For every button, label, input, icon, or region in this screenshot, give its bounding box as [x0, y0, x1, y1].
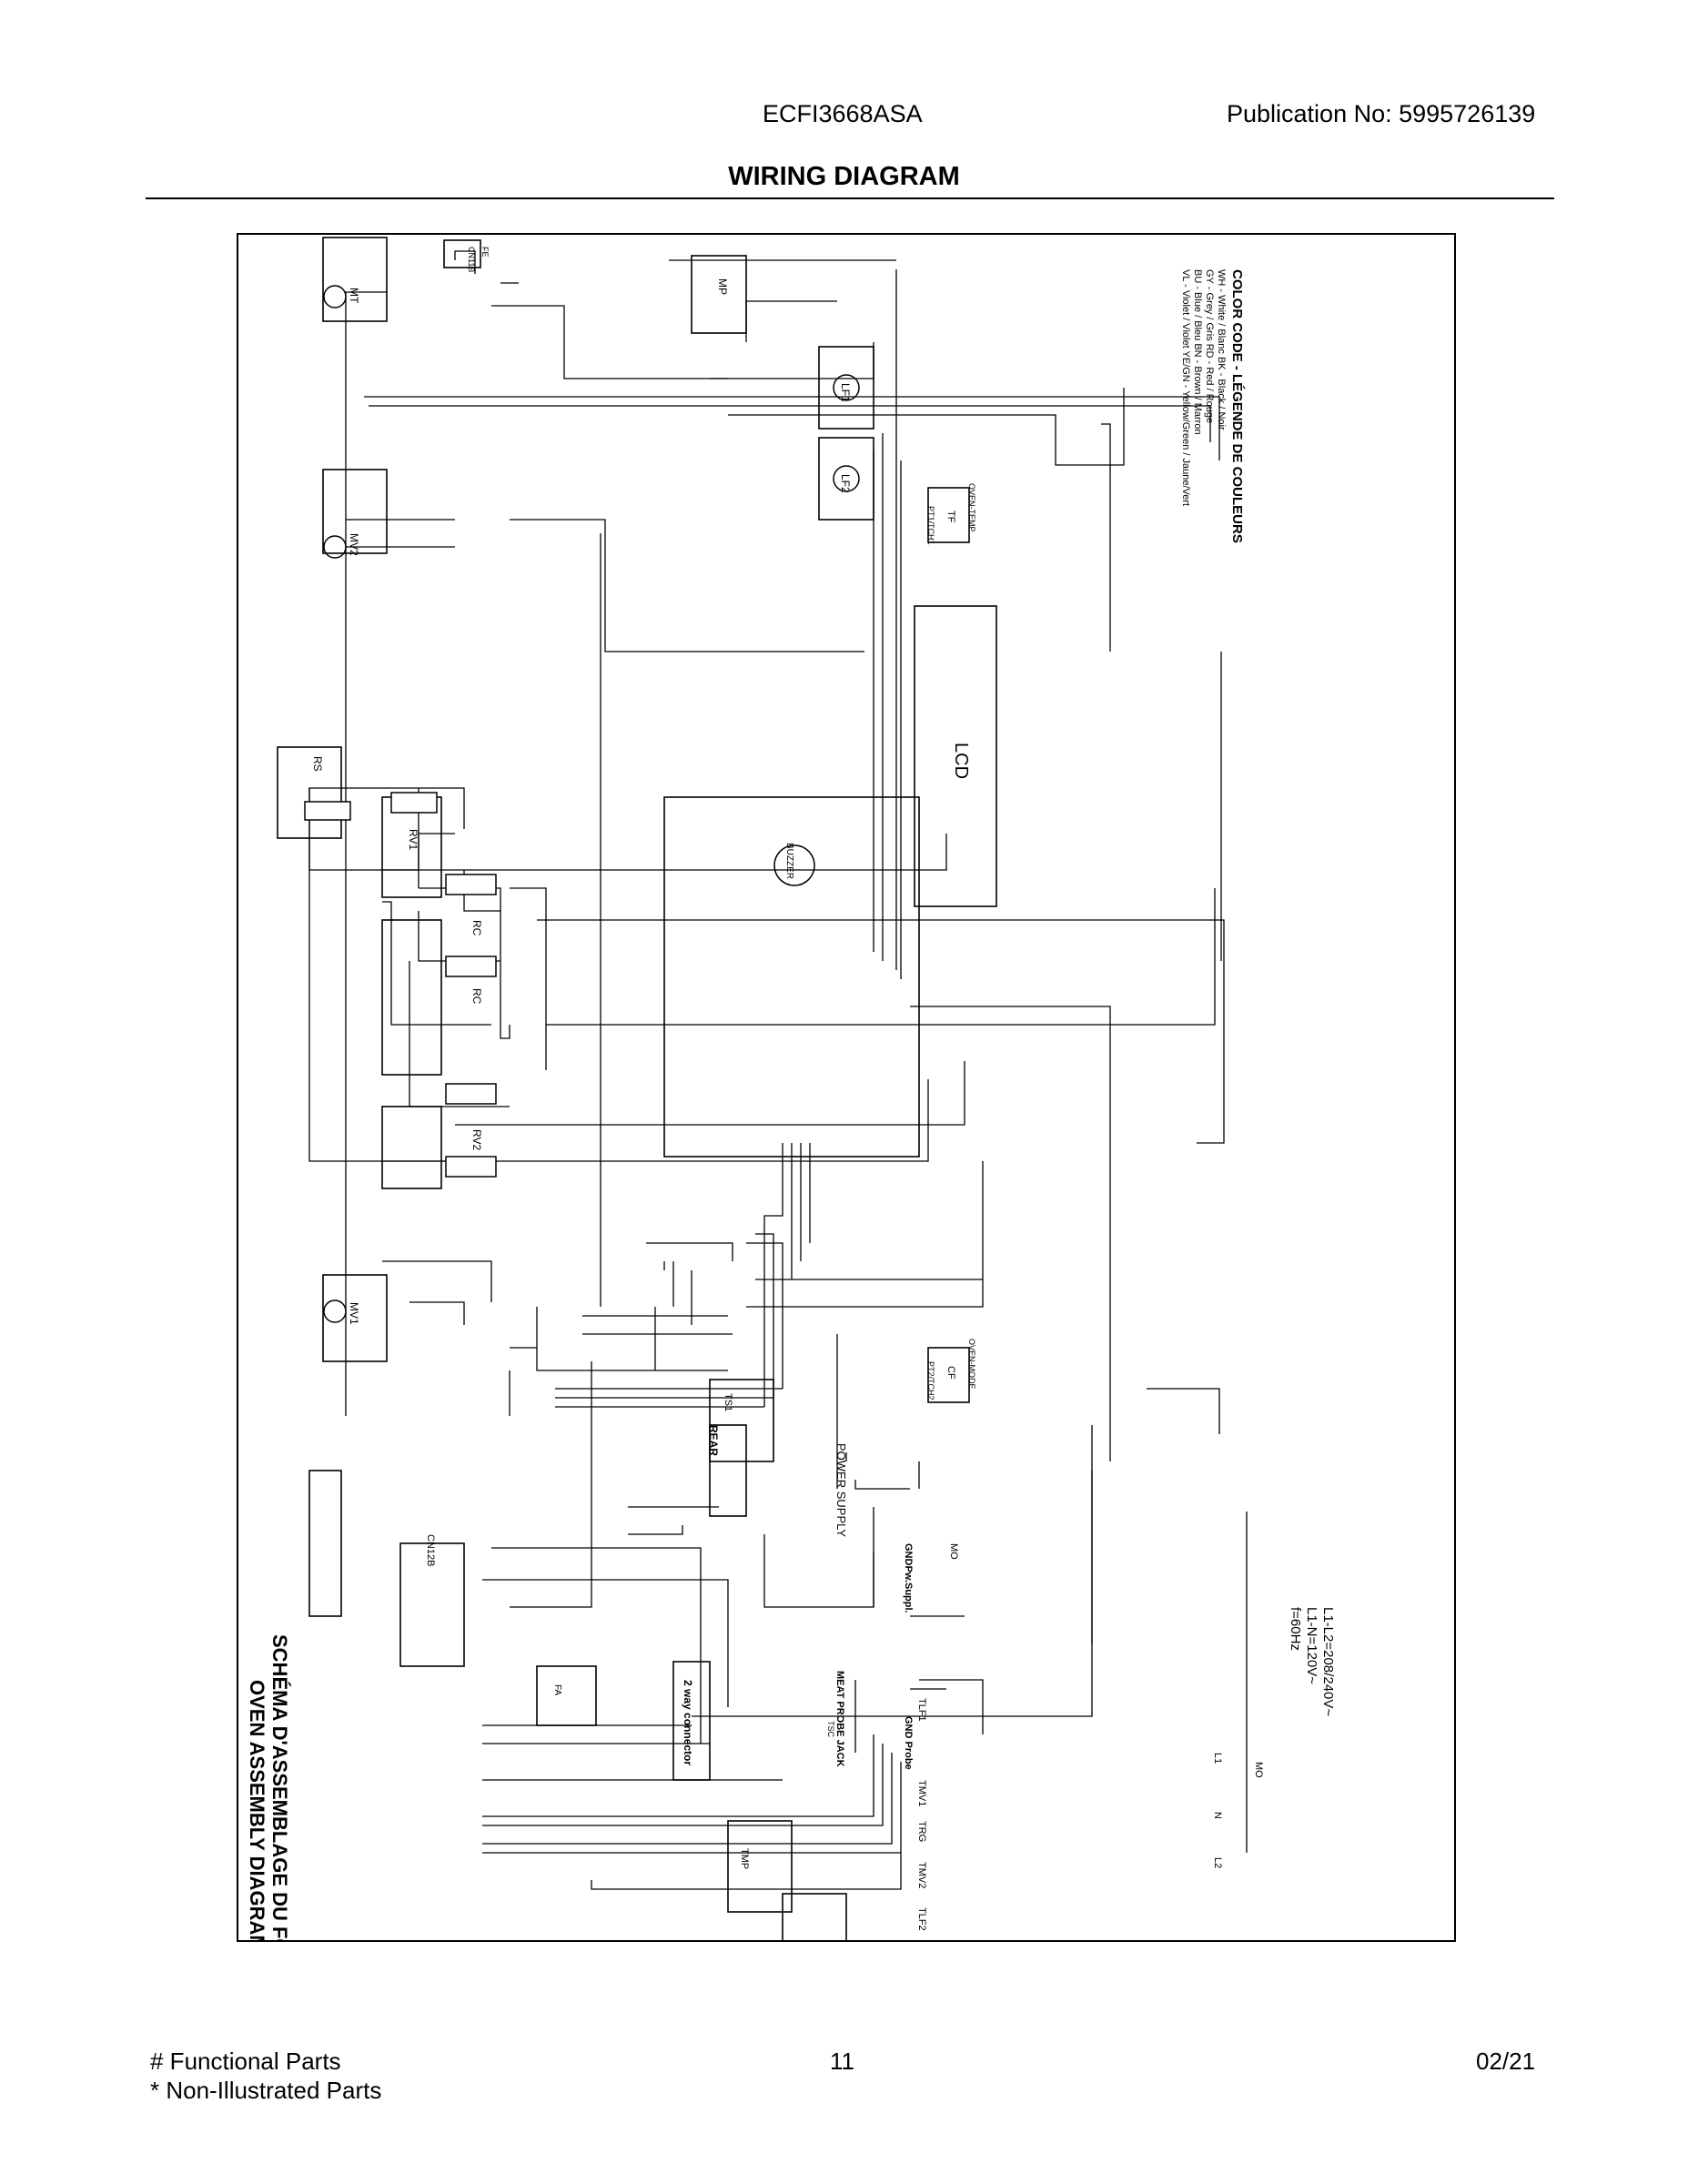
label-mv2: MV2	[348, 533, 360, 556]
wiring-diagram: COLOR CODE - LÉGENDE DE COULEURS WH - Wh…	[237, 233, 1456, 1942]
label-lf2: LF2	[839, 474, 852, 493]
label-rc2: RC	[470, 988, 483, 1005]
label-tsc: TSC	[826, 1721, 835, 1738]
label-meat-probe-jack: MEAT PROBE JACK	[834, 1671, 845, 1767]
label-ts1: TS1	[723, 1393, 733, 1411]
heating-elements	[304, 792, 497, 1178]
label-l2: L2	[1212, 1857, 1223, 1868]
label-tf: TF	[945, 511, 956, 523]
footer-date: 02/21	[1476, 2048, 1536, 2075]
label-tlf2: TLF2	[916, 1907, 927, 1931]
label-two-way-connector: 2 way connector	[682, 1680, 694, 1765]
label-gnd-supply: GNDPw.Suppl.	[903, 1543, 914, 1613]
label-l1: L1	[1212, 1753, 1223, 1764]
label-oven-temp: OVEN-TEMP	[967, 483, 976, 532]
color-code-line: GY - Grey / Gris RD - Red / Rouge	[1204, 269, 1215, 423]
supply-freq: f=60Hz	[1288, 1607, 1303, 1651]
label-rv2: RV2	[470, 1129, 483, 1150]
page-number: 11	[830, 2048, 854, 2075]
color-code-title: COLOR CODE - LÉGENDE DE COULEURS	[1229, 269, 1245, 543]
label-fe: FE	[480, 247, 490, 258]
wire-network	[308, 250, 1248, 1890]
motor-symbols	[323, 285, 860, 1323]
title-rule	[146, 197, 1554, 199]
label-cn11b: CN11B	[467, 247, 476, 272]
page-title: WIRING DIAGRAM	[728, 162, 960, 191]
label-mv1: MV1	[348, 1302, 360, 1325]
supply-l1n: L1-N=120V~	[1304, 1607, 1319, 1684]
label-rc1: RC	[470, 920, 483, 936]
diagram-labels: COLOR CODE - LÉGENDE DE COULEURS WH - Wh…	[246, 247, 1336, 1942]
label-rear: REAR	[707, 1425, 720, 1456]
supply-l1l2: L1-L2=208/240V~	[1320, 1607, 1336, 1716]
model-number: ECFI3668ASA	[763, 100, 923, 127]
color-code-line: WH - White / Blanc BK - Black / Noir	[1216, 269, 1227, 430]
footer-functional-parts: # Functional Parts	[150, 2048, 341, 2075]
color-code-line: BU - Blue / Bleu BN - Brown / Marron	[1192, 269, 1203, 435]
label-rs: RS	[311, 756, 324, 772]
label-pt2: PT2/TCH2	[926, 1361, 935, 1400]
label-mo-top: MO	[948, 1543, 959, 1560]
label-tmp: TMP	[739, 1848, 750, 1869]
label-trg: TRG	[916, 1821, 927, 1842]
label-gnd-probe: GND Probe	[903, 1716, 914, 1770]
label-power-supply: POWER SUPPLY	[834, 1443, 848, 1537]
label-buzzer: BUZZER	[784, 843, 794, 879]
color-code-line: VL - Violet / Violet YE/GN - Yellow/Gree…	[1180, 269, 1191, 506]
label-tlf1: TLF1	[916, 1698, 927, 1722]
label-pt1: PT1/TCH1	[926, 506, 935, 545]
label-cf: CF	[945, 1366, 956, 1380]
label-n: N	[1212, 1812, 1223, 1819]
label-mp: MP	[716, 278, 729, 295]
label-mo-bottom: MO	[1253, 1762, 1264, 1778]
label-fa: FA	[552, 1684, 562, 1696]
label-oven-mode: OVEN-MODE	[967, 1339, 976, 1390]
label-lf1: LF1	[839, 383, 852, 402]
label-rv1: RV1	[407, 829, 419, 850]
label-lcd: LCD	[951, 743, 971, 779]
assembly-title-en: OVEN ASSEMBLY DIAGRAM	[246, 1680, 268, 1942]
publication-number: Publication No: 5995726139	[1227, 100, 1536, 127]
label-cn12b: CN12B	[425, 1534, 436, 1566]
component-boxes	[277, 237, 997, 1942]
footer-non-illustrated-parts: * Non-Illustrated Parts	[150, 2077, 382, 2104]
label-mt: MT	[348, 288, 360, 304]
label-tmv2: TMV2	[916, 1862, 927, 1888]
label-tmv1: TMV1	[916, 1780, 927, 1806]
assembly-title-fr: SCHÉMA D'ASSEMBLAGE DU FOUR	[268, 1634, 291, 1942]
